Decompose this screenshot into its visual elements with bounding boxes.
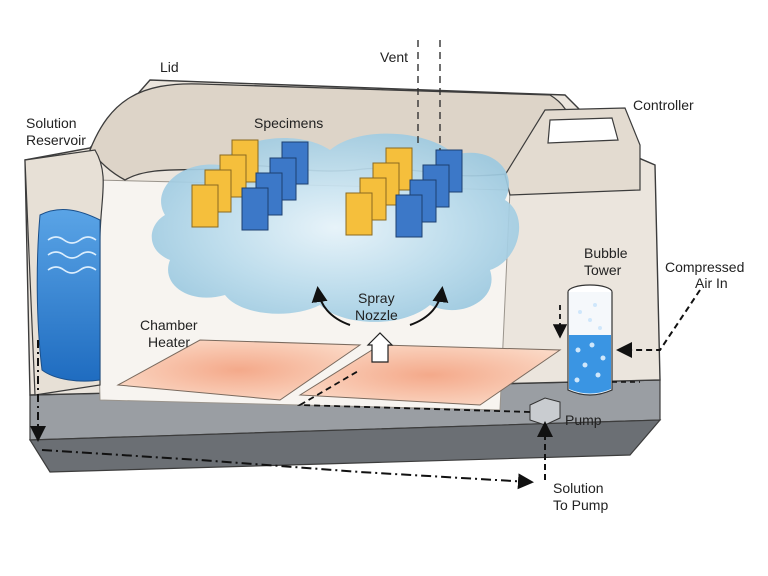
specimens-left-group <box>191 139 309 231</box>
chamber-heater-label-1: Chamber <box>140 317 198 333</box>
compressed-air-label-2: Air In <box>695 275 728 291</box>
specimen-yellow <box>191 139 259 228</box>
chamber-heater-label-2: Heater <box>148 334 190 350</box>
labels: Lid Vent Controller Solution Reservoir S… <box>26 49 744 513</box>
solution-to-pump-label-1: Solution <box>553 480 604 496</box>
specimen-yellow <box>345 147 413 236</box>
spray-nozzle <box>311 286 449 363</box>
compressed-air-label-1: Compressed <box>665 259 744 275</box>
bubble-tower-label-1: Bubble <box>584 245 628 261</box>
spray-nozzle-label-1: Spray <box>358 290 395 306</box>
specimen-blue <box>395 149 463 238</box>
bubble-tower-label-2: Tower <box>584 262 622 278</box>
solution-reservoir-label-2: Reservoir <box>26 132 86 148</box>
solution-reservoir <box>24 149 104 396</box>
vent-line <box>417 40 441 150</box>
bubble-tower <box>567 284 613 396</box>
chamber-heater <box>116 339 562 406</box>
vent-label: Vent <box>380 49 408 65</box>
specimens-right-group <box>345 147 463 238</box>
controller-label: Controller <box>633 97 694 113</box>
specimens-label: Specimens <box>254 115 323 131</box>
controller-box <box>504 107 641 196</box>
solution-to-pump-label-2: To Pump <box>553 497 608 513</box>
solution-flow-path <box>30 289 701 490</box>
lid-label: Lid <box>160 59 179 75</box>
specimen-blue <box>241 141 309 231</box>
spray-nozzle-label-2: Nozzle <box>355 307 398 323</box>
pump <box>529 397 561 426</box>
pump-label: Pump <box>565 412 602 428</box>
solution-reservoir-label-1: Solution <box>26 115 77 131</box>
